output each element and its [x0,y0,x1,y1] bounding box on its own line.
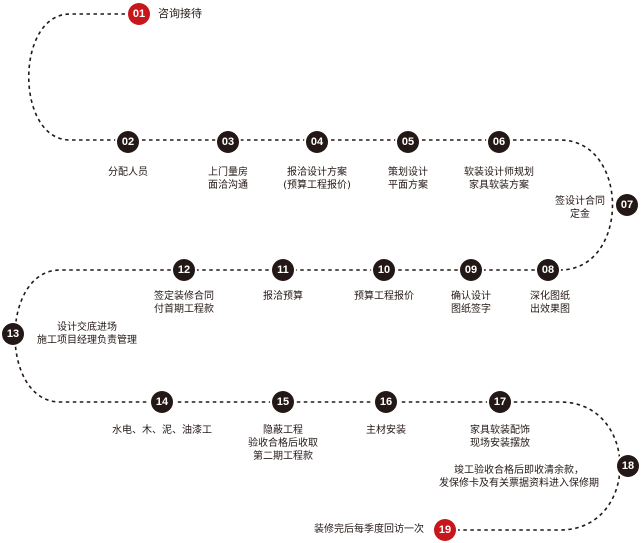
step-label-line: 分配人员 [108,167,148,178]
step-node-15: 15 [272,391,294,413]
step-label-line: 现场安装摆放 [470,438,530,449]
step-label-line: 签定装修合同 [154,291,214,302]
step-label-04: 报洽设计方案 (预算工程报价) [283,166,351,192]
step-label-line: 第二期工程款 [253,451,313,462]
step-label-line: 咨询接待 [158,7,202,20]
step-label-11: 报洽预算 [263,290,303,303]
step-node-11: 11 [272,259,294,281]
step-label-15: 隐蔽工程 验收合格后收取 第二期工程款 [248,424,318,463]
step-node-03: 03 [217,131,239,153]
step-label-03: 上门量房 面洽沟通 [208,166,248,192]
step-label-line: 验收合格后收取 [248,438,318,449]
step-node-16: 16 [375,391,397,413]
step-node-10: 10 [373,259,395,281]
step-label-line: 装修完后每季度回访一次 [314,524,424,535]
step-label-line: 确认设计 [451,291,491,302]
step-label-line: 水电、木、泥、油漆工 [112,425,212,436]
step-label-12: 签定装修合同 付首期工程款 [154,290,214,316]
step-node-04: 04 [306,131,328,153]
step-label-14: 水电、木、泥、油漆工 [112,424,212,437]
step-label-line: 竣工验收合格后即收清余款， [454,465,584,476]
step-label-line: 报洽预算 [263,291,303,302]
step-label-17: 家具软装配饰 现场安装摆放 [470,424,530,450]
step-label-line: 预算工程报价 [354,291,414,302]
step-label-line: (预算工程报价) [283,180,351,191]
step-label-line: 定金 [570,209,590,220]
step-label-line: 隐蔽工程 [263,425,303,436]
step-label-16: 主材安装 [366,424,406,437]
step-label-line: 付首期工程款 [154,304,214,315]
step-label-line: 平面方案 [388,180,428,191]
step-node-07: 07 [616,194,638,216]
step-node-12: 12 [173,259,195,281]
step-node-02: 02 [117,131,139,153]
step-label-10: 预算工程报价 [354,290,414,303]
step-label-line: 软装设计师规划 [464,167,534,178]
step-node-09: 09 [460,259,482,281]
step-node-13: 13 [2,323,24,345]
step-node-14: 14 [151,391,173,413]
step-label-01: 咨询接待 [158,7,202,20]
step-label-13: 设计交底进场 施工项目经理负责管理 [37,321,137,347]
step-label-05: 策划设计 平面方案 [388,166,428,192]
step-label-02: 分配人员 [108,166,148,179]
step-label-line: 报洽设计方案 [287,167,347,178]
step-label-line: 深化图纸 [530,291,570,302]
step-label-line: 策划设计 [388,167,428,178]
step-node-06: 06 [488,131,510,153]
step-label-line: 面洽沟通 [208,180,248,191]
step-label-19: 装修完后每季度回访一次 [314,523,424,536]
step-label-line: 施工项目经理负责管理 [37,335,137,346]
step-node-05: 05 [397,131,419,153]
step-label-08: 深化图纸 出效果图 [530,290,570,316]
step-label-line: 主材安装 [366,425,406,436]
step-label-18: 竣工验收合格后即收清余款， 发保修卡及有关票据资料进入保修期 [439,464,599,490]
step-node-19: 19 [434,519,456,541]
step-label-line: 发保修卡及有关票据资料进入保修期 [439,478,599,489]
step-label-07: 签设计合同 定金 [555,195,605,221]
step-node-18: 18 [617,455,639,477]
step-label-06: 软装设计师规划 家具软装方案 [464,166,534,192]
step-label-line: 上门量房 [208,167,248,178]
step-label-line: 出效果图 [530,304,570,315]
step-label-line: 图纸签字 [451,304,491,315]
step-node-17: 17 [489,391,511,413]
step-label-line: 签设计合同 [555,196,605,207]
step-label-line: 设计交底进场 [57,322,117,333]
step-label-line: 家具软装方案 [469,180,529,191]
dashed-route-line [14,13,621,531]
step-label-line: 家具软装配饰 [470,425,530,436]
step-node-01: 01 [128,3,150,25]
step-node-08: 08 [537,259,559,281]
step-label-09: 确认设计 图纸签字 [451,290,491,316]
